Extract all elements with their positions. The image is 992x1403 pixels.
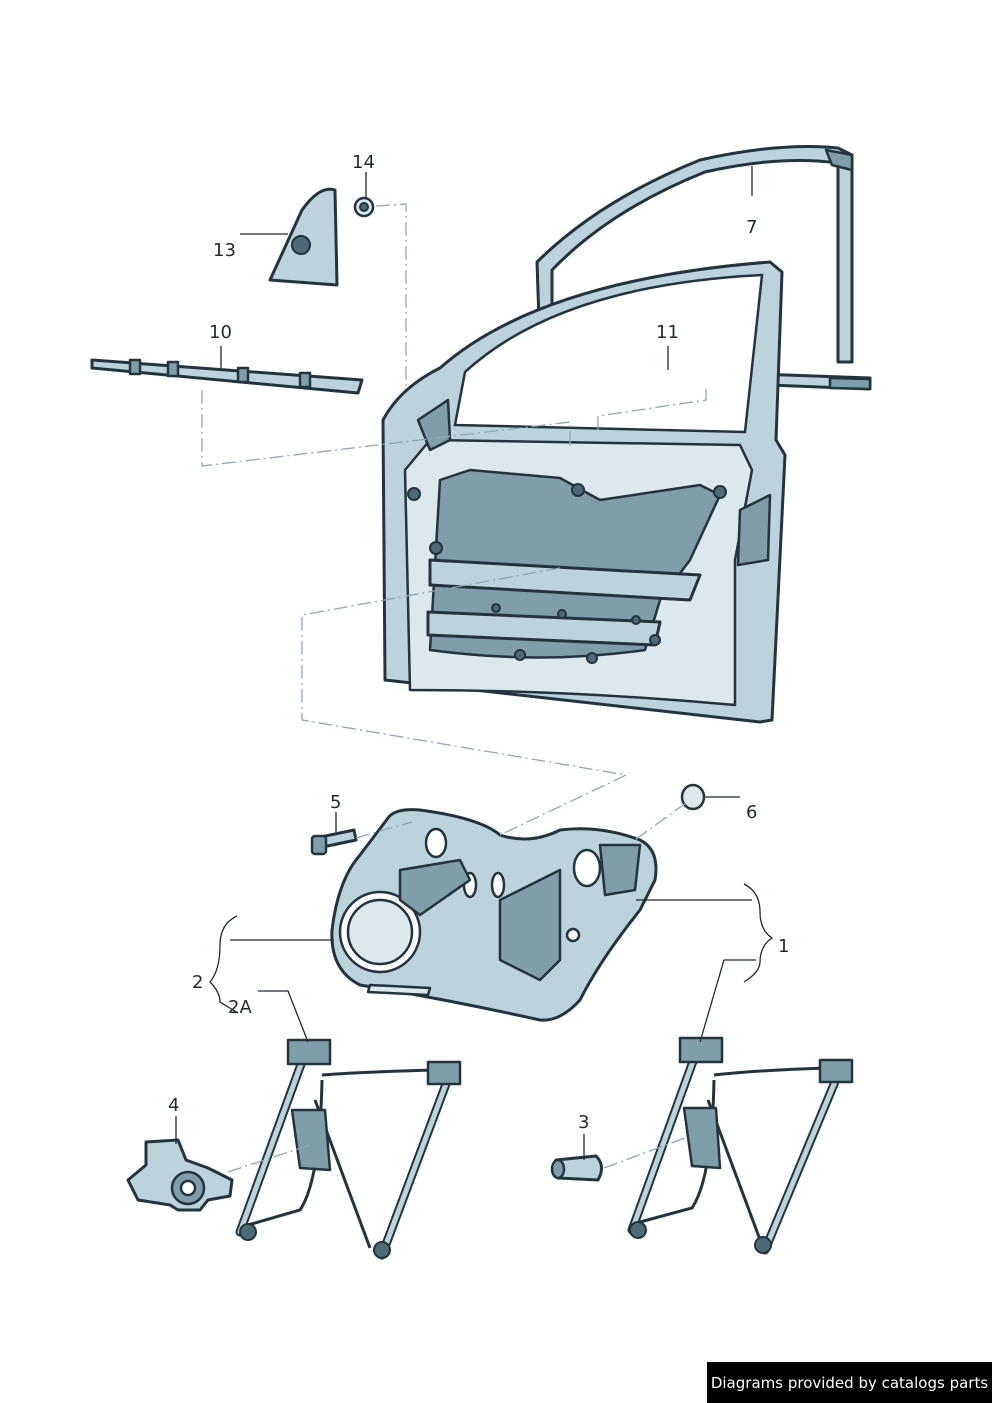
callout-2: 2 [192, 972, 203, 993]
callout-5: 5 [330, 792, 341, 813]
part-3-cap [550, 1154, 603, 1182]
part-5-bolt [310, 828, 358, 856]
door-module-carrier [330, 808, 658, 1022]
callout-11: 11 [656, 322, 679, 343]
part-7-window-seal [535, 145, 854, 364]
callout-labels: 14 13 7 10 11 5 6 1 2 2A 4 3 [168, 152, 789, 1133]
part-2a-left-regulator [235, 1038, 462, 1260]
callout-6: 6 [746, 802, 757, 823]
callout-1: 1 [778, 936, 789, 957]
assembly-lines [201, 203, 707, 1173]
callout-10: 10 [209, 322, 232, 343]
callout-14: 14 [352, 152, 375, 173]
part-6-plug [680, 783, 706, 811]
part-13-mirror-cover [268, 187, 339, 287]
door-shell [381, 260, 787, 724]
credit-banner: Diagrams provided by catalogs parts [707, 1362, 992, 1403]
callout-7: 7 [746, 217, 757, 238]
leader-lines [175, 166, 774, 1160]
callout-4: 4 [168, 1095, 179, 1116]
callout-13: 13 [213, 240, 236, 261]
part-1-right-regulator [627, 1036, 854, 1255]
part-10-outer-strip [90, 358, 364, 395]
part-4-motor [126, 1138, 234, 1212]
callout-3: 3 [578, 1112, 589, 1133]
part-14-clip [353, 196, 375, 218]
callout-2a: 2A [228, 997, 252, 1018]
